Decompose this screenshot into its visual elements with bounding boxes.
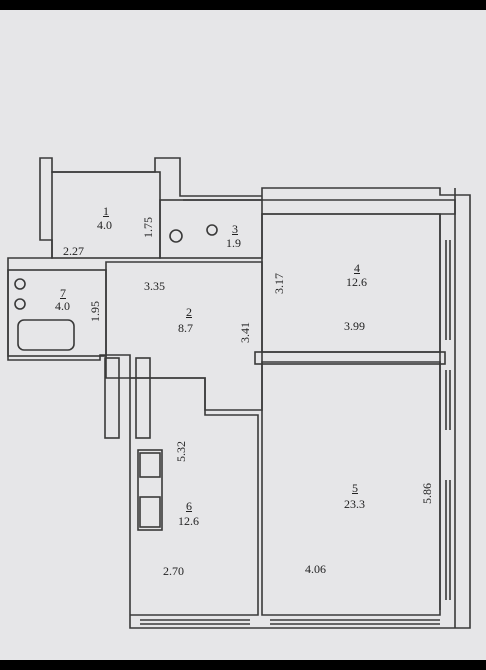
toilet-7 xyxy=(14,278,26,290)
toilet-3 xyxy=(206,224,218,236)
room-6-area: 12.6 xyxy=(178,514,199,528)
right-wall xyxy=(439,188,456,628)
room-2-number: 2 xyxy=(186,305,192,319)
dim-1-95: 1.95 xyxy=(88,301,102,322)
room-5-outline xyxy=(261,361,441,616)
room-7-area: 4.0 xyxy=(55,299,70,313)
dim-1-75: 1.75 xyxy=(141,217,155,238)
column-left xyxy=(104,357,120,439)
room-7-number: 7 xyxy=(60,286,66,300)
room-5-number: 5 xyxy=(352,481,358,495)
bathtub xyxy=(17,319,75,351)
dim-4-06: 4.06 xyxy=(305,562,326,576)
dim-5-32: 5.32 xyxy=(174,441,188,462)
room-4-area: 12.6 xyxy=(346,275,367,289)
sink xyxy=(139,452,161,478)
room-3-outline xyxy=(159,199,263,259)
room-3-area: 1.9 xyxy=(226,236,241,250)
sink-7 xyxy=(14,298,26,310)
window-bottom xyxy=(140,619,440,625)
stove xyxy=(139,496,161,528)
dim-2-27: 2.27 xyxy=(63,244,84,258)
dim-2-70: 2.70 xyxy=(163,564,184,578)
top-wall xyxy=(183,199,456,215)
room-6-outline xyxy=(130,377,259,616)
room-2-area: 8.7 xyxy=(178,321,193,335)
top-black-bar xyxy=(0,0,486,10)
dim-5-86: 5.86 xyxy=(420,483,434,504)
sink-3 xyxy=(169,229,183,243)
column-mid xyxy=(135,357,151,439)
bottom-black-bar xyxy=(0,660,486,670)
window-right xyxy=(445,240,451,600)
dim-3-17: 3.17 xyxy=(272,273,286,294)
kitchen-counter xyxy=(137,449,163,531)
dim-3-99: 3.99 xyxy=(344,319,365,333)
exterior-wall xyxy=(7,157,471,629)
dim-3-41: 3.41 xyxy=(238,322,252,343)
room-3-number: 3 xyxy=(232,222,238,236)
room-1-number: 1 xyxy=(103,204,109,218)
wall-4-5 xyxy=(254,351,446,365)
room-6-number: 6 xyxy=(186,499,192,513)
room-1-area: 4.0 xyxy=(97,218,112,232)
room-4-number: 4 xyxy=(354,261,360,275)
dim-3-35: 3.35 xyxy=(144,279,165,293)
room-5-area: 23.3 xyxy=(344,497,365,511)
